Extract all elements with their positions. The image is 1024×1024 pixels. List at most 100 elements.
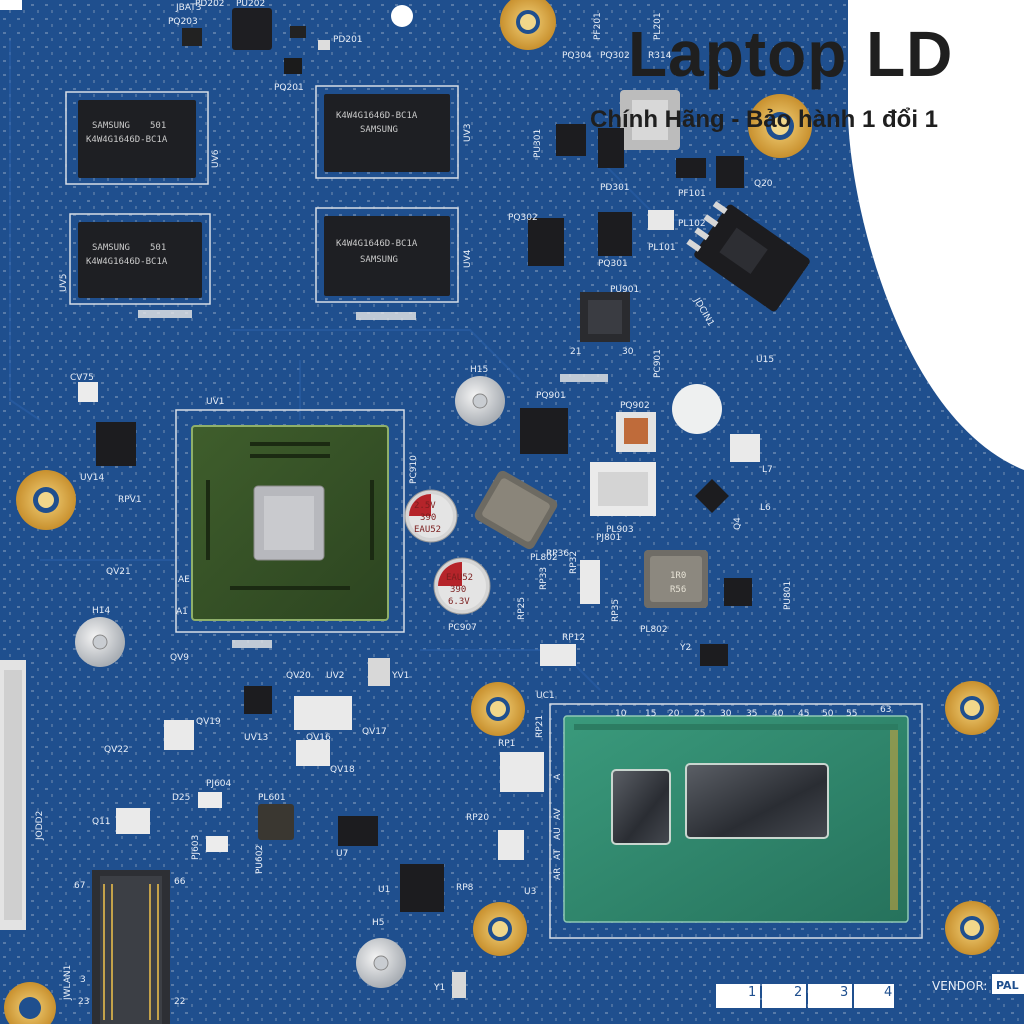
part-u801 xyxy=(724,578,752,606)
cpu-col: 50 xyxy=(822,709,834,719)
crystal-y2 xyxy=(700,644,728,666)
power-parts xyxy=(528,90,744,342)
label-pq301: PQ301 xyxy=(598,259,628,269)
ram-chip-uv6: SAMSUNG 501 K4W4G1646D-BC1A xyxy=(65,91,209,185)
label-uv4: UV4 xyxy=(463,249,473,268)
tab-label-4: 4 xyxy=(884,985,892,1000)
label-rp21: RP21 xyxy=(535,715,545,738)
label-y1: Y1 xyxy=(433,983,445,993)
label-yv1: YV1 xyxy=(391,671,409,681)
jumper-pj604 xyxy=(198,792,222,808)
gpu-label-a1: A1 xyxy=(176,607,188,617)
label-l6: L6 xyxy=(760,503,771,513)
label-pd202: PD202 xyxy=(195,0,225,9)
smd-parts xyxy=(116,310,760,860)
label-pin23: 23 xyxy=(78,997,89,1007)
label-rp1: RP1 xyxy=(498,739,515,749)
label-u7: U7 xyxy=(336,849,348,859)
label-uv13: UV13 xyxy=(244,733,268,743)
cpu-row: AU xyxy=(553,827,563,840)
mosfet-pq902 xyxy=(616,412,656,452)
ram-maker: SAMSUNG xyxy=(92,243,130,253)
label-pq901: PQ901 xyxy=(536,391,566,401)
chip-u7 xyxy=(338,816,378,846)
gpu-chip xyxy=(175,409,405,633)
label-rp33: RP33 xyxy=(539,567,549,590)
label-jwlan1: JWLAN1 xyxy=(63,965,73,1001)
crystal-y1 xyxy=(452,972,466,998)
watermark-title: Laptop LD xyxy=(628,18,954,90)
label-pc901: PC901 xyxy=(653,349,663,378)
cpu-column-labels: 10 15 20 25 30 35 40 45 50 55 63 xyxy=(615,705,891,719)
label-u1: U1 xyxy=(378,885,390,895)
ind2-code: R56 xyxy=(670,585,686,595)
label-qv21: QV21 xyxy=(106,567,131,577)
label-rp36: RP36 xyxy=(546,549,569,559)
label-uv2: UV2 xyxy=(326,671,344,681)
silver-standoff xyxy=(455,376,505,426)
label-u15: U15 xyxy=(756,355,774,365)
ram-maker: SAMSUNG xyxy=(360,255,398,265)
ram-maker: SAMSUNG xyxy=(92,121,130,131)
label-pl201: PL201 xyxy=(653,12,663,40)
mount-hole-top xyxy=(391,5,413,27)
label-pin22: 22 xyxy=(174,997,185,1007)
pin-30: 30 xyxy=(622,347,634,357)
cpu-col: 35 xyxy=(746,709,757,719)
label-pu801: PU801 xyxy=(783,581,793,610)
label-uv5: UV5 xyxy=(59,274,69,292)
pl903-part xyxy=(590,462,656,516)
label-pc910: PC910 xyxy=(409,455,419,484)
silver-standoff xyxy=(75,617,125,667)
label-pl102: PL102 xyxy=(678,219,706,229)
gold-screw-hole xyxy=(748,94,812,158)
label-pj603: PJ603 xyxy=(191,835,201,860)
label-d25: D25 xyxy=(172,793,190,803)
cpu-row: AT xyxy=(553,849,563,860)
label-jbat3: JBAT3 xyxy=(175,3,202,13)
label-pd301: PD301 xyxy=(600,183,630,193)
label-rp32: RP32 xyxy=(569,551,579,574)
label-qv17: QV17 xyxy=(362,727,387,737)
label-q20: Q20 xyxy=(754,179,773,189)
label-pin66: 66 xyxy=(174,877,186,887)
label-qv16: QV16 xyxy=(306,733,331,743)
cpu-col: 10 xyxy=(615,709,627,719)
label-h14: H14 xyxy=(92,606,110,616)
label-pq302: PQ302 xyxy=(600,51,630,61)
bottom-tabs xyxy=(716,984,894,1008)
label-pin67: 67 xyxy=(74,881,85,891)
label-l7: L7 xyxy=(762,465,773,475)
cap2-code: 390 xyxy=(450,585,466,595)
crystal-yv1 xyxy=(368,658,390,686)
tab-label-3: 3 xyxy=(840,985,848,1000)
label-pl802b: PL802 xyxy=(640,625,668,635)
label-pj801: PJ801 xyxy=(596,533,621,543)
inductor-pl802b: 1R0 R56 xyxy=(644,550,708,608)
label-uc1: UC1 xyxy=(536,691,555,701)
cpu-col: 30 xyxy=(720,709,732,719)
label-pl802: PL802 xyxy=(530,553,558,563)
label-rpv1: RPV1 xyxy=(118,495,142,505)
gold-screw-hole xyxy=(945,681,999,735)
gold-screw-hole xyxy=(473,902,527,956)
cpu-row-labels: A AV AU AT AR xyxy=(553,773,563,880)
label-h5: H5 xyxy=(372,918,385,928)
label-jodd2: JODD2 xyxy=(35,811,45,841)
label-pl601: PL601 xyxy=(258,793,286,803)
ram-part: K4W4G1646D-BC1A xyxy=(336,239,418,249)
wlan-slot xyxy=(92,870,170,1024)
cpu-col: 55 xyxy=(846,709,857,719)
jumper-pj603 xyxy=(206,836,228,852)
ram-chip-uv5: SAMSUNG 501 K4W4G1646D-BC1A xyxy=(69,213,211,305)
cpu-col: 25 xyxy=(694,709,705,719)
odd-connector xyxy=(0,660,26,930)
cpu-row: A xyxy=(553,773,563,780)
cpu-row: AR xyxy=(553,868,563,880)
label-pu202: PU202 xyxy=(236,0,265,9)
silver-standoff xyxy=(356,938,406,988)
inductor-pl601 xyxy=(258,804,294,840)
cap1-code: 390 xyxy=(420,513,436,523)
white-pad xyxy=(672,384,722,434)
cpu-col: 15 xyxy=(645,709,656,719)
